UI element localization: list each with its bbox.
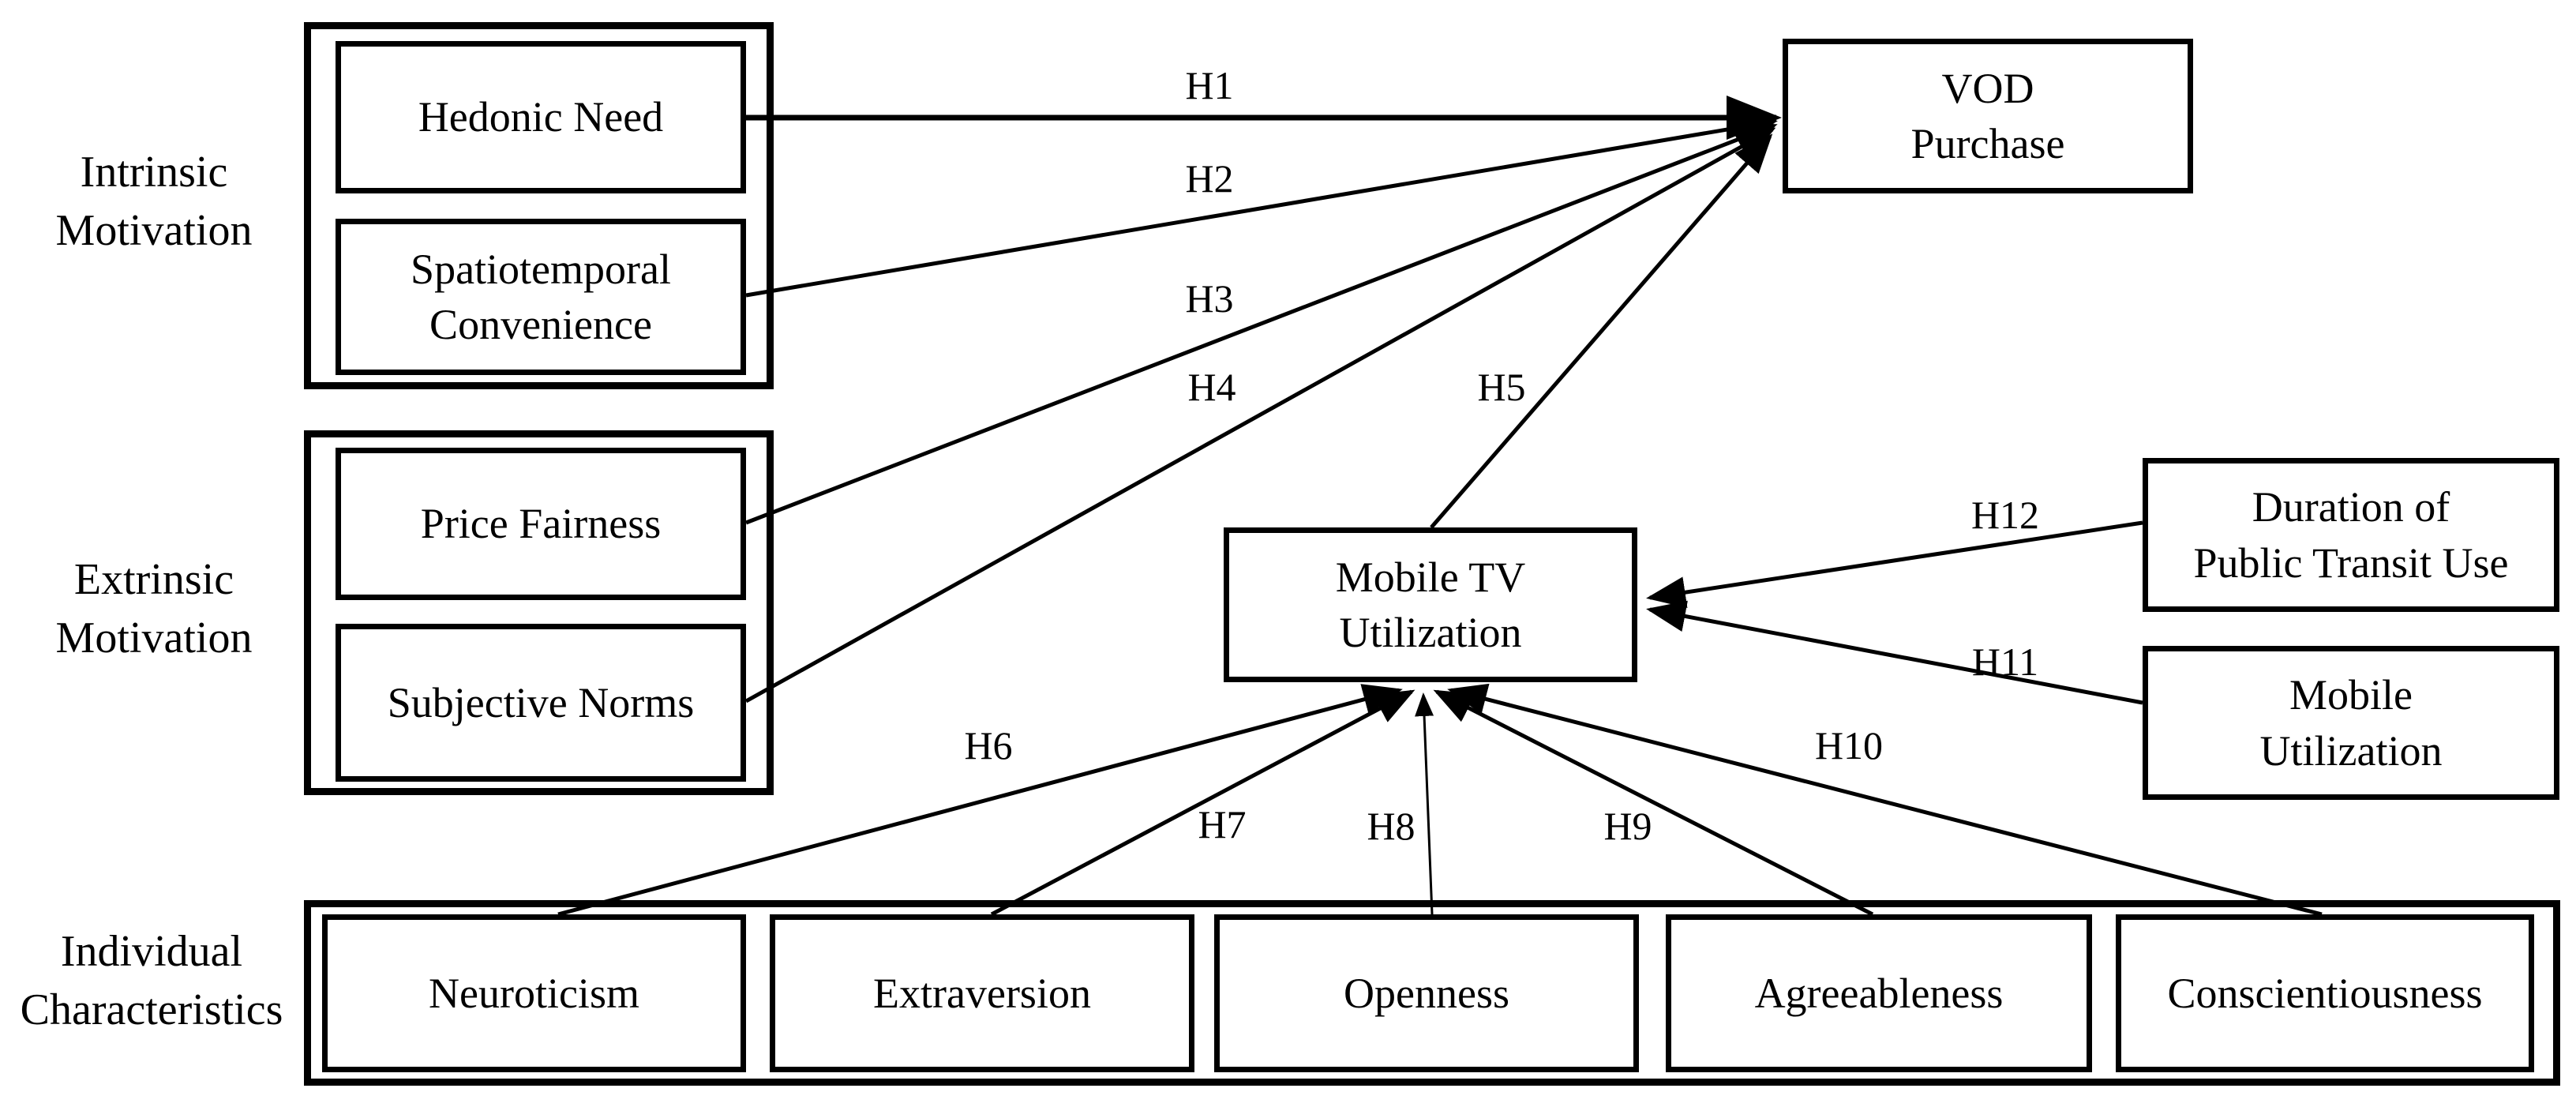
edge-line-h11 (1646, 600, 2143, 705)
node-spatiotemporal-convenience: Spatiotemporal Convenience (336, 219, 746, 375)
node-extraversion: Extraversion (770, 914, 1194, 1072)
edge-label-h2: H2 (1185, 156, 1234, 201)
node-label-hedonic-need: Hedonic Need (418, 93, 664, 141)
side-label-extrinsic-motivation: Extrinsic Motivation (55, 555, 253, 662)
edge-label-h6: H6 (964, 723, 1013, 767)
edge-line-h8 (1415, 692, 1434, 915)
edge-line-h2 (745, 111, 1778, 298)
side-label-individual-characteristics: Individual Characteristics (20, 927, 283, 1034)
group-intrinsic-motivation-group (304, 22, 774, 389)
node-label-neuroticism: Neuroticism (429, 969, 639, 1017)
edge-line-h9 (1433, 689, 1874, 917)
edge-line-h12 (1646, 520, 2143, 608)
edge-line-h3 (745, 123, 1778, 525)
node-label-vod-purchase: VOD Purchase (1910, 64, 2065, 167)
node-label-agreeableness: Agreeableness (1754, 969, 2004, 1017)
side-label-intrinsic-motivation: Intrinsic Motivation (55, 148, 253, 255)
node-label-openness: Openness (1344, 969, 1509, 1017)
node-neuroticism: Neuroticism (322, 914, 746, 1072)
node-label-price-fairness: Price Fairness (420, 500, 662, 548)
edge-label-h5: H5 (1477, 365, 1526, 409)
node-subjective-norms: Subjective Norms (336, 624, 746, 782)
edge-label-h8: H8 (1367, 804, 1415, 848)
node-label-mobile-utilization: Mobile Utilization (2259, 671, 2443, 775)
edge-label-h11: H11 (1971, 640, 2039, 684)
node-openness: Openness (1214, 914, 1639, 1072)
node-label-spatiotemporal-convenience: Spatiotemporal Convenience (411, 245, 671, 348)
edge-line-h5 (1430, 133, 1773, 529)
node-label-duration-of-public-transit-use: Duration of Public Transit Use (2193, 483, 2509, 587)
node-mobile-utilization: Mobile Utilization (2143, 646, 2559, 800)
node-mobile-tv-utilization: Mobile TV Utilization (1224, 527, 1637, 682)
group-individual-characteristics-group (304, 900, 2560, 1086)
edge-label-h7: H7 (1198, 802, 1247, 846)
node-price-fairness: Price Fairness (336, 448, 746, 600)
edge-label-h4: H4 (1187, 365, 1236, 409)
node-hedonic-need: Hedonic Need (336, 41, 746, 193)
node-vod-purchase: VOD Purchase (1783, 39, 2193, 193)
node-label-conscientiousness: Conscientiousness (2167, 969, 2483, 1017)
edge-label-h1: H1 (1185, 63, 1234, 107)
node-agreeableness: Agreeableness (1666, 914, 2092, 1072)
node-label-mobile-tv-utilization: Mobile TV Utilization (1335, 553, 1526, 656)
edge-label-h10: H10 (1814, 723, 1884, 767)
edge-label-h12: H12 (1970, 493, 2040, 537)
node-label-subjective-norms: Subjective Norms (387, 678, 695, 726)
node-conscientiousness: Conscientiousness (2116, 914, 2534, 1072)
node-label-extraversion: Extraversion (873, 969, 1091, 1017)
edge-label-h9: H9 (1603, 804, 1652, 848)
node-duration-of-public-transit-use: Duration of Public Transit Use (2143, 458, 2559, 612)
group-extrinsic-motivation-group (304, 430, 774, 795)
edge-label-h3: H3 (1185, 276, 1234, 321)
